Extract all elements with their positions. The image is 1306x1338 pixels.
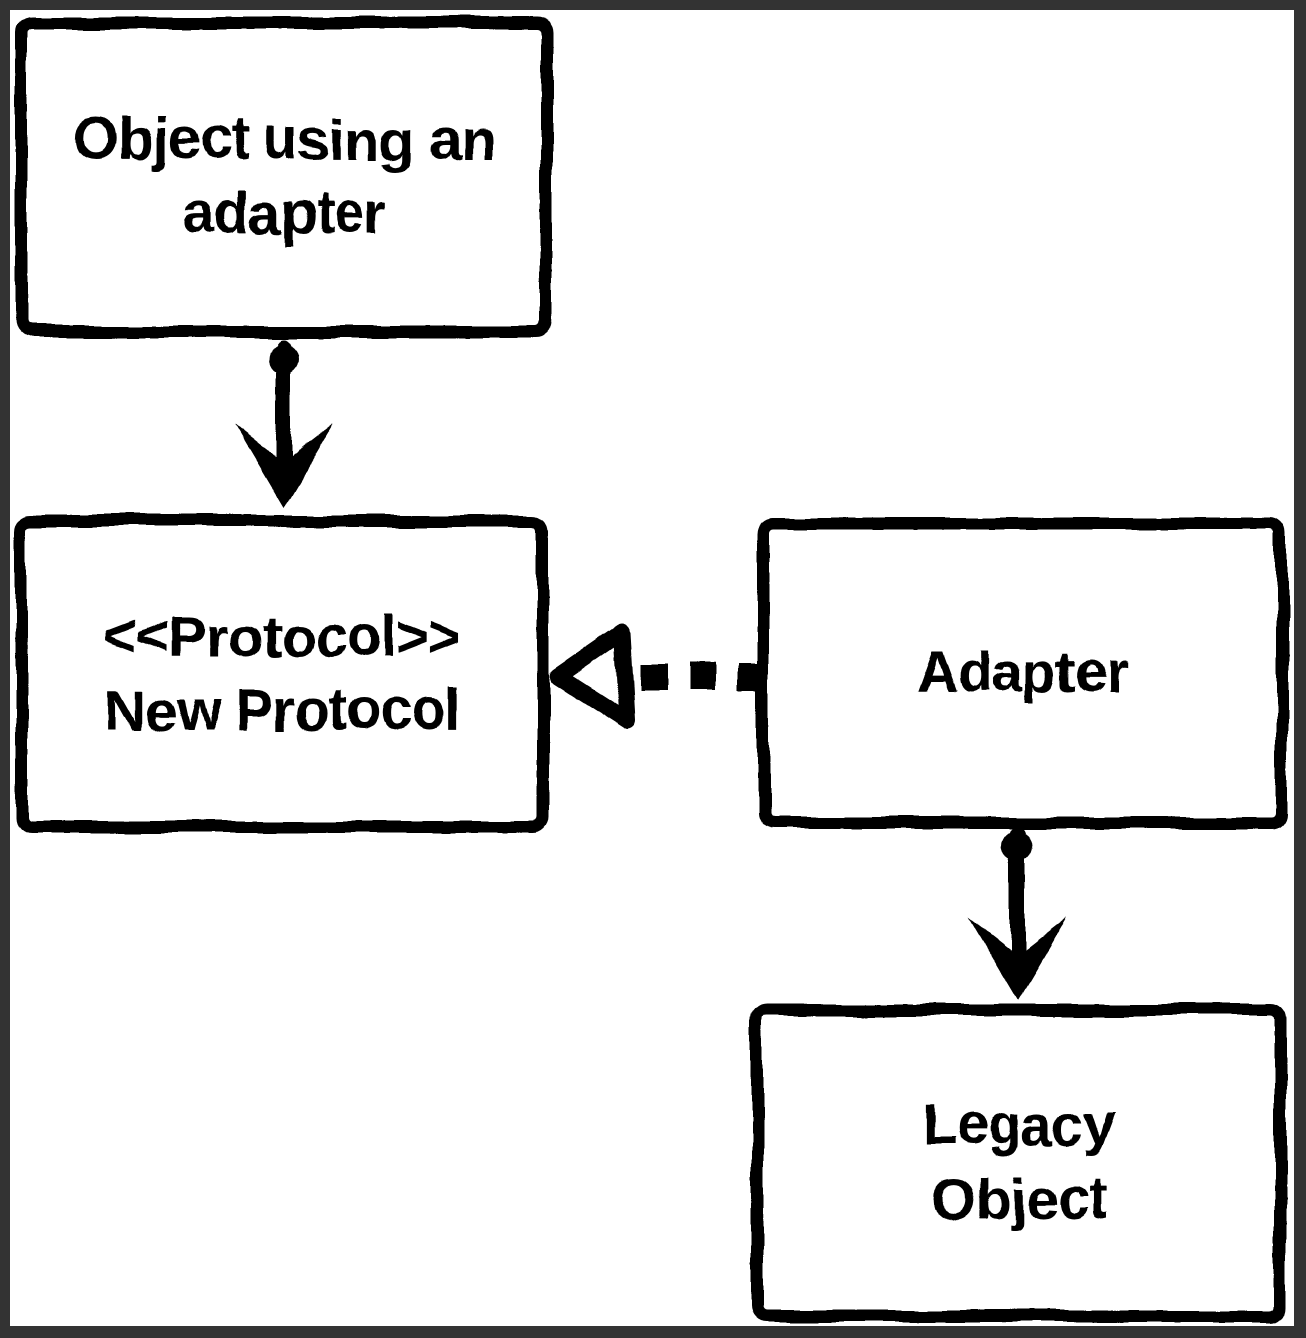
node-legacy-label-line2: Object [931, 1167, 1106, 1232]
arrow-object-to-protocol [234, 338, 332, 507]
arrow-tail-dot [1002, 831, 1032, 861]
node-adapter: Adapter [757, 518, 1287, 829]
dashed-arrow-adapter-to-protocol [548, 622, 759, 730]
node-adapter-label: Adapter [915, 640, 1129, 706]
node-protocol-label: New Protocol [102, 678, 463, 743]
down-arrowhead-icon [968, 917, 1066, 1000]
down-arrowhead-icon [234, 424, 332, 507]
node-legacy-object: Legacy Object [751, 1004, 1286, 1322]
hollow-left-arrowhead-icon [548, 622, 636, 730]
arrow-adapter-to-legacy [968, 826, 1066, 1000]
node-legacy-label-line1: Legacy [921, 1092, 1117, 1158]
node-object-label-line1: Object using an [74, 106, 495, 172]
node-object-using-adapter: Object using an adapter [16, 16, 553, 338]
node-protocol-stereotype: <<Protocol>> [102, 603, 463, 669]
arrow-tail-dot [268, 342, 298, 372]
node-new-protocol: <<Protocol>> New Protocol [16, 515, 548, 833]
node-object-label-line2: adapter [183, 181, 387, 246]
